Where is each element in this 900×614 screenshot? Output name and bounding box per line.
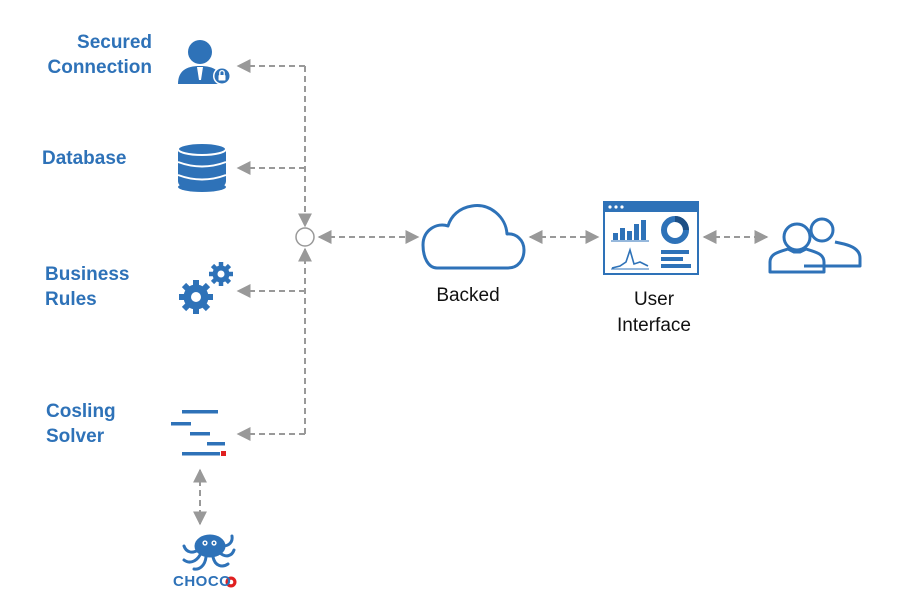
octopus-logo — [182, 534, 236, 571]
label-user-interface: User Interface — [617, 289, 691, 336]
dashboard-icon — [603, 201, 699, 275]
gantt-icon — [171, 410, 226, 456]
users-icon — [768, 217, 862, 274]
connectors — [193, 59, 769, 526]
label-business-rules: Business Rules — [45, 264, 130, 310]
label-secured-connection: Secured Connection — [47, 32, 153, 78]
label-cosling-solver: Cosling Solver — [46, 401, 116, 447]
choco-red-dot-center — [228, 579, 234, 585]
gears-icon — [179, 262, 233, 314]
user-lock-icon — [178, 40, 231, 85]
label-choco: CHOCO — [173, 573, 232, 590]
database-icon — [177, 142, 227, 192]
label-backend: Backed — [436, 285, 500, 306]
hub-node — [295, 227, 315, 247]
cloud-icon — [421, 204, 526, 270]
label-database: Database — [42, 148, 127, 169]
